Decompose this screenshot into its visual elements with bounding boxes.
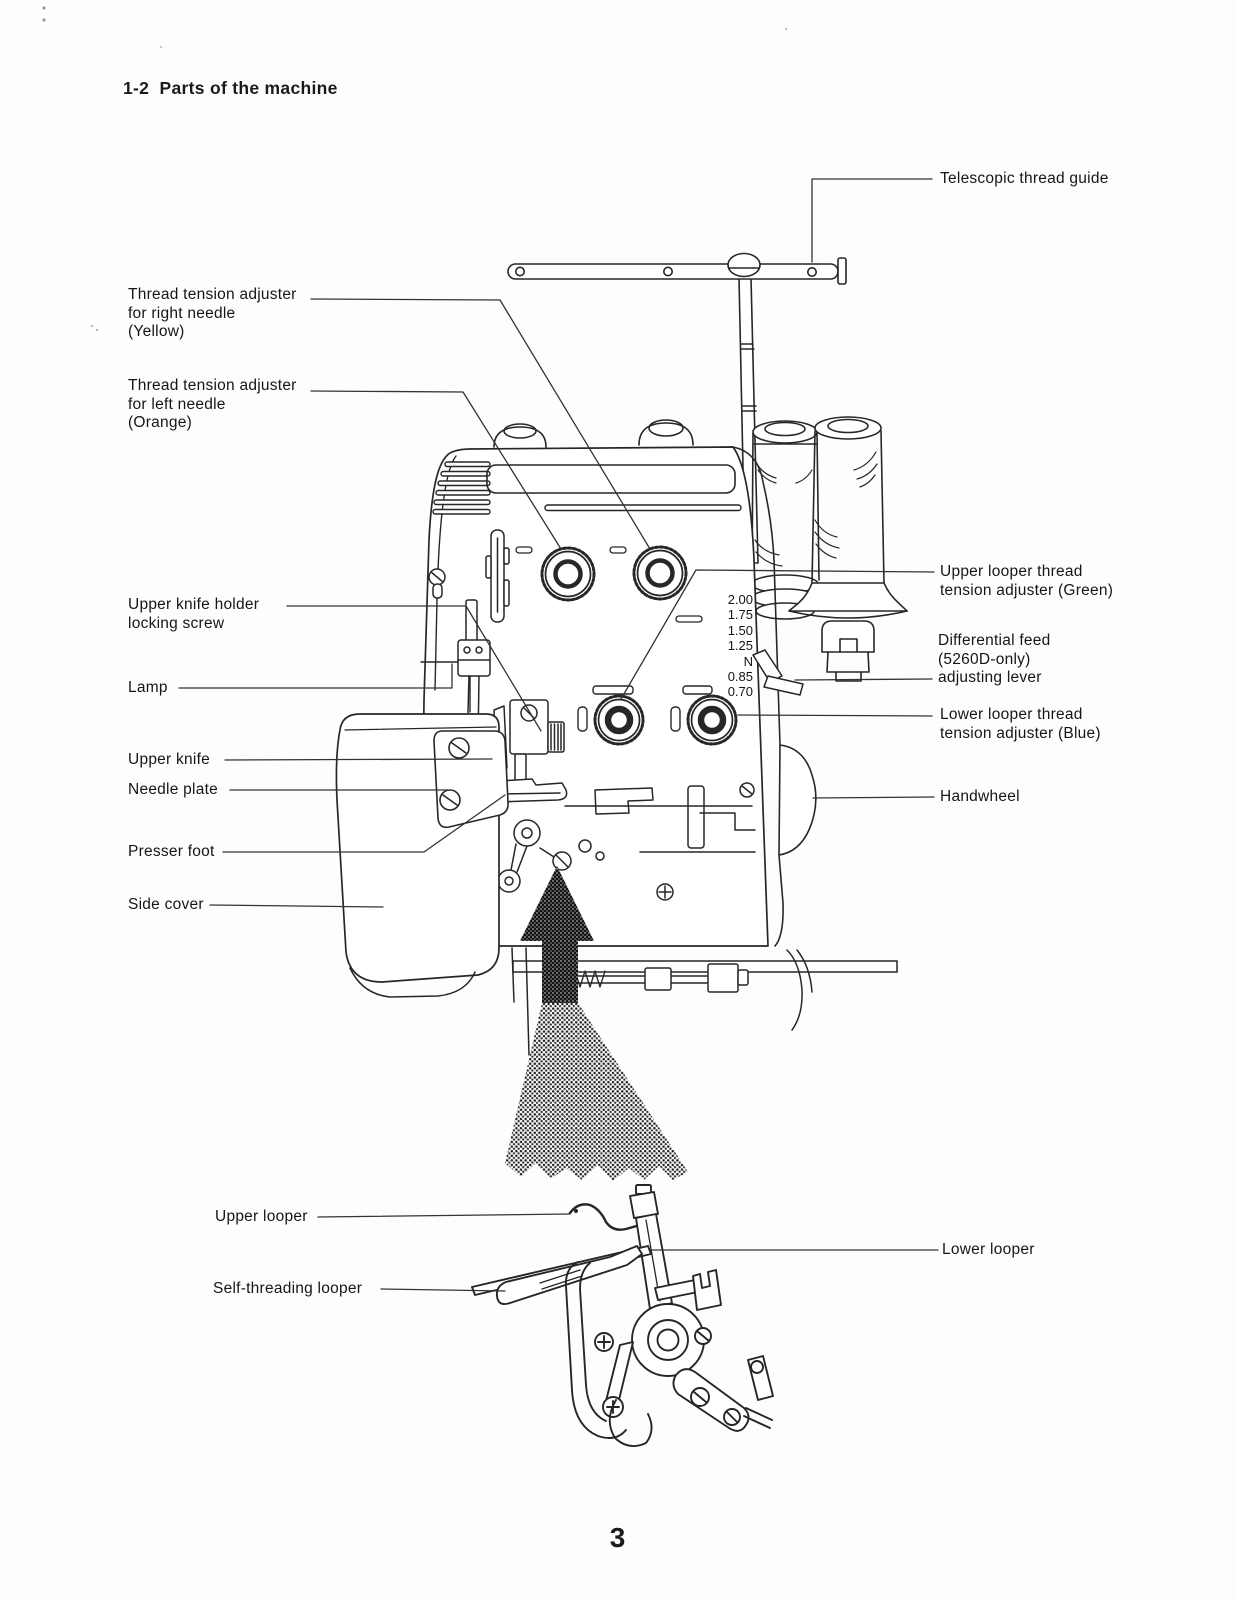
section-title: 1-2 Parts of the machine	[123, 78, 338, 98]
label-upper-looper-tension: Upper looper thread tension adjuster (Gr…	[940, 563, 1114, 599]
differential-feed-scale: 2.00 1.75 1.50 1.25 N 0.85 0.70	[699, 592, 753, 700]
leader-presser-foot	[222, 794, 506, 853]
leader-telescopic	[811, 178, 933, 263]
tension-dial-left-needle	[540, 546, 596, 602]
leader-lines	[178, 178, 939, 1292]
leader-upper-knife	[224, 758, 493, 761]
scale-value: 1.25	[727, 638, 753, 654]
label-presser-foot: Presser foot	[128, 843, 215, 860]
label-side-cover: Side cover	[128, 896, 204, 913]
leader-tension-right	[310, 298, 651, 550]
leader-upper-looper	[317, 1213, 571, 1218]
label-self-threading-looper: Self-threading looper	[213, 1280, 363, 1297]
scale-value: 2.00	[727, 592, 753, 607]
top-recess-panel	[486, 464, 736, 494]
leader-self-threading	[380, 1288, 506, 1292]
handwheel-drawing	[732, 446, 817, 947]
projection-cone	[505, 1003, 688, 1181]
scale-value: N	[743, 653, 753, 669]
front-screw	[428, 568, 446, 599]
label-telescopic: Telescopic thread guide	[940, 170, 1109, 187]
scale-value: 1.50	[727, 622, 753, 638]
label-upper-knife: Upper knife	[128, 751, 211, 768]
differential-feed-lever	[752, 649, 804, 696]
label-handwheel: Handwheel	[940, 788, 1020, 805]
label-upper-looper: Upper looper	[215, 1208, 308, 1225]
leader-diff-feed	[794, 678, 933, 681]
thread-guide-bosses	[493, 419, 694, 448]
stitch-slider	[485, 529, 510, 623]
tension-dial-upper-looper	[593, 694, 645, 746]
leader-lamp	[178, 663, 453, 689]
self-threading-looper-shape	[495, 1245, 643, 1306]
label-differential-feed: Differential feed (5260D-only) adjusting…	[938, 632, 1051, 687]
label-tension-left: Thread tension adjuster for left needle …	[128, 377, 297, 432]
scale-value: 0.70	[727, 684, 753, 700]
label-lamp: Lamp	[128, 679, 168, 696]
machine-base	[511, 947, 898, 1056]
label-knife-holder: Upper knife holder locking screw	[128, 596, 260, 632]
feed-rod	[547, 963, 749, 993]
label-lower-looper-tension: Lower looper thread tension adjuster (Bl…	[940, 706, 1101, 742]
page-number: 3	[609, 1522, 627, 1553]
tension-dial-right-needle	[632, 545, 688, 601]
scale-value: 1.75	[727, 607, 753, 623]
leader-tension-left	[310, 390, 562, 550]
scale-value: 0.85	[727, 669, 753, 685]
scan-artifacts	[42, 6, 788, 332]
tension-dial-lower-looper	[686, 694, 738, 746]
leader-green	[620, 569, 935, 700]
label-lower-looper: Lower looper	[942, 1241, 1035, 1258]
telescopic-thread-guide-drawing	[507, 252, 847, 564]
looper-detail-drawing	[471, 1184, 774, 1447]
presser-foot-shape	[488, 753, 568, 803]
leader-side-cover	[209, 904, 384, 908]
tension-dials	[515, 545, 738, 746]
needle-and-knife-assembly	[457, 599, 756, 901]
knurled-locking-screw	[547, 721, 565, 753]
leader-knife-holder	[286, 605, 542, 732]
thread-spools	[751, 416, 908, 682]
pointer-arrow	[520, 866, 594, 1003]
leader-blue	[737, 714, 933, 717]
needle-plate-drawing	[433, 730, 509, 829]
leader-handwheel	[812, 796, 935, 799]
vent-louvers	[432, 455, 491, 691]
label-needle-plate: Needle plate	[128, 781, 219, 798]
label-tension-right: Thread tension adjuster for right needle…	[128, 286, 297, 341]
upper-looper-shape	[568, 1203, 642, 1231]
